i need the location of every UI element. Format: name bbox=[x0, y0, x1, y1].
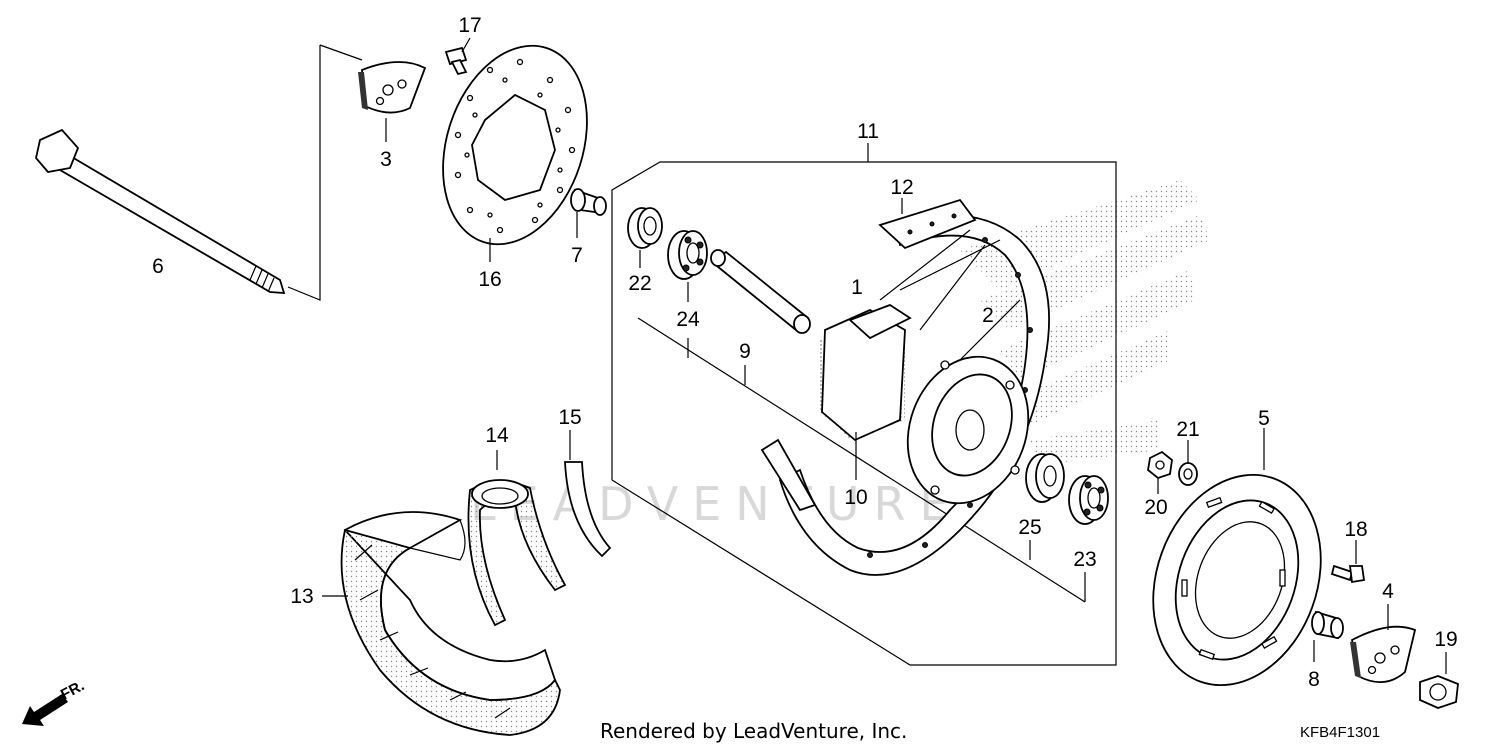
chain-adjuster-right bbox=[1350, 604, 1417, 683]
sprocket-bolt bbox=[1330, 540, 1366, 584]
callout-11: 11 bbox=[857, 120, 879, 143]
callout-15: 15 bbox=[558, 406, 581, 429]
wheel-assembly bbox=[760, 198, 1050, 576]
callout-8: 8 bbox=[1308, 668, 1320, 691]
sprocket-washer bbox=[1178, 440, 1198, 486]
callout-12: 12 bbox=[890, 176, 913, 199]
axle-nut bbox=[1419, 652, 1459, 709]
bearing-right bbox=[667, 230, 708, 302]
watermark-text: LEADVENTURE bbox=[470, 477, 963, 531]
footer-credit: Rendered by LeadVenture, Inc. bbox=[600, 719, 907, 743]
callout-7: 7 bbox=[571, 244, 583, 267]
bearing-left bbox=[627, 207, 663, 268]
side-collar bbox=[570, 188, 607, 238]
callout-14: 14 bbox=[485, 424, 509, 447]
callout-1: 1 bbox=[851, 276, 863, 299]
callout-19: 19 bbox=[1434, 628, 1457, 651]
callout-17: 17 bbox=[458, 14, 481, 37]
brake-disc bbox=[442, 44, 588, 262]
callout-6: 6 bbox=[152, 255, 164, 278]
callout-4: 4 bbox=[1382, 580, 1394, 603]
chain-adjuster-left bbox=[358, 61, 427, 142]
callout-23: 23 bbox=[1073, 548, 1096, 571]
distance-collar bbox=[710, 249, 811, 385]
callout-labels: 1 2 3 4 5 6 7 8 9 10 11 12 13 14 15 16 1… bbox=[152, 14, 1458, 691]
bearing-25 bbox=[1025, 453, 1065, 503]
callout-21: 21 bbox=[1176, 418, 1199, 441]
bearing-23 bbox=[1068, 475, 1109, 525]
callout-2: 2 bbox=[982, 304, 994, 327]
callout-18: 18 bbox=[1344, 518, 1367, 541]
driven-sprocket bbox=[1152, 428, 1322, 687]
callout-10: 10 bbox=[844, 486, 867, 509]
tire bbox=[322, 511, 561, 736]
callout-16: 16 bbox=[478, 268, 501, 291]
disc-bolt bbox=[444, 37, 471, 76]
callout-22: 22 bbox=[628, 272, 651, 295]
front-direction-arrow: FR. bbox=[22, 677, 87, 726]
callout-25: 25 bbox=[1018, 516, 1041, 539]
callout-24: 24 bbox=[676, 308, 700, 331]
callout-20: 20 bbox=[1144, 496, 1167, 519]
group-bracket bbox=[611, 143, 1117, 666]
inner-tube bbox=[467, 450, 567, 627]
sprocket-nut bbox=[1147, 450, 1173, 494]
callout-3: 3 bbox=[380, 148, 392, 171]
callout-13: 13 bbox=[290, 585, 313, 608]
drawing-code: KFB4F1301 bbox=[1300, 724, 1380, 741]
callout-9: 9 bbox=[739, 340, 751, 363]
sprocket-collar bbox=[1311, 610, 1344, 662]
rim-band bbox=[564, 430, 612, 558]
callout-5: 5 bbox=[1258, 407, 1270, 430]
axle bbox=[35, 44, 363, 301]
